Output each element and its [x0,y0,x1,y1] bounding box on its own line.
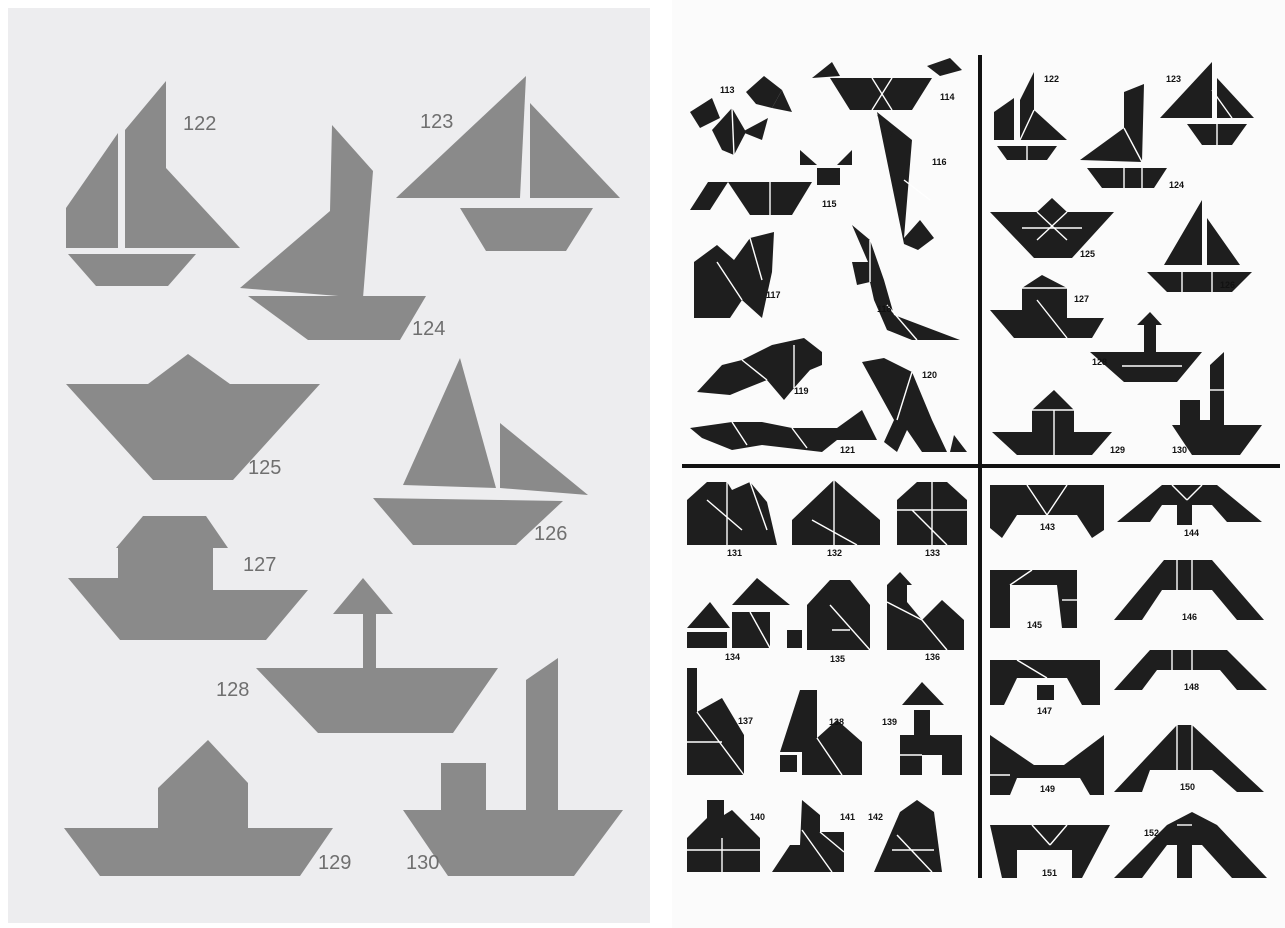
black-figures-canvas: 113 114 115 116 1 [672,0,1285,928]
figure-132: 132 [792,480,880,558]
figure-114: 114 [812,58,962,110]
label-117: 117 [766,290,781,300]
label-137: 137 [738,716,753,726]
figure-122: 122 [66,81,240,286]
gray-boats-canvas: 122 123 124 125 126 127 [8,8,650,923]
figure-143: 143 [990,485,1104,538]
figure-139: 139 [882,682,962,775]
label-131: 131 [727,548,742,558]
figure-126: 126 [373,358,588,545]
label-139: 139 [882,717,897,727]
label-129: 129 [318,852,351,874]
label-124-small: 124 [1169,180,1184,190]
label-142: 142 [868,812,883,822]
figure-126-small: 126 [1147,200,1252,292]
label-123: 123 [420,111,453,133]
label-119: 119 [794,386,809,396]
left-page-gray-boats: 122 123 124 125 126 127 [8,8,650,923]
label-149: 149 [1040,784,1055,794]
label-134: 134 [725,652,740,662]
label-124: 124 [412,318,445,340]
right-page-black-figures: 113 114 115 116 1 [672,0,1285,928]
figure-123: 123 [396,76,620,251]
figure-148: 148 [1114,650,1267,692]
label-122: 122 [183,113,216,135]
figure-127: 127 [68,516,308,640]
figure-129: 129 [64,740,351,876]
figure-123-small: 123 [1160,62,1254,145]
figure-135: 135 [787,580,870,664]
label-148: 148 [1184,682,1199,692]
label-128: 128 [216,679,249,701]
figure-151: 151 [990,825,1110,878]
label-122-small: 122 [1044,74,1059,84]
label-126: 126 [534,523,567,545]
figure-128-small: 128 [1090,312,1202,382]
figure-125-small: 125 [990,198,1114,259]
label-115: 115 [822,199,837,209]
figure-146: 146 [1114,560,1264,622]
label-152: 152 [1144,828,1159,838]
label-136: 136 [925,652,940,662]
figure-152: 152 [1114,812,1267,878]
figure-121: 121 [690,410,877,455]
label-146: 146 [1182,612,1197,622]
figure-113: 113 [690,76,792,155]
figure-122-small: 122 [994,72,1067,160]
figure-115: 115 [690,150,852,215]
figure-136: 136 [887,572,964,662]
figure-145: 145 [990,570,1077,630]
label-130-small: 130 [1172,445,1187,455]
label-141: 141 [840,812,855,822]
figure-144: 144 [1117,485,1262,538]
label-114: 114 [940,92,955,102]
figure-124: 124 [240,125,445,340]
figure-134: 134 [687,578,790,662]
figure-149: 149 [990,735,1104,795]
figure-141: 141 [772,800,855,872]
label-147: 147 [1037,706,1052,716]
label-129-small: 129 [1110,445,1125,455]
label-143: 143 [1040,522,1055,532]
label-151: 151 [1042,868,1057,878]
figure-127-small: 127 [990,275,1104,338]
figure-117: 117 [694,232,781,318]
figure-120: 120 [862,358,967,452]
label-140: 140 [750,812,765,822]
label-128-small: 128 [1092,357,1107,367]
label-132: 132 [827,548,842,558]
label-144: 144 [1184,528,1199,538]
label-130: 130 [406,852,439,874]
label-133: 133 [925,548,940,558]
label-126-small: 126 [1220,280,1235,290]
label-127-small: 127 [1074,294,1089,304]
label-120: 120 [922,370,937,380]
figure-150: 150 [1114,725,1264,792]
label-125: 125 [248,457,281,479]
label-125-small: 125 [1080,249,1095,259]
label-123-small: 123 [1166,74,1181,84]
label-150: 150 [1180,782,1195,792]
label-121: 121 [840,445,855,455]
figure-125: 125 [66,354,320,480]
figure-138: 138 [780,690,862,775]
label-113: 113 [720,85,735,95]
figure-133: 133 [897,482,967,558]
figure-119: 119 [697,338,822,400]
figure-116: 116 [877,112,947,250]
label-118: 118 [877,304,892,314]
figure-137: 137 [687,668,753,775]
figure-140: 140 [687,800,765,872]
label-127: 127 [243,554,276,576]
label-145: 145 [1027,620,1042,630]
figure-131: 131 [687,482,777,558]
figure-147: 147 [990,660,1100,716]
figure-129-small: 129 [992,390,1125,455]
label-116: 116 [932,157,947,167]
figure-142: 142 [868,800,942,872]
label-138: 138 [829,717,844,727]
figure-124-small: 124 [1080,84,1184,190]
label-135: 135 [830,654,845,664]
